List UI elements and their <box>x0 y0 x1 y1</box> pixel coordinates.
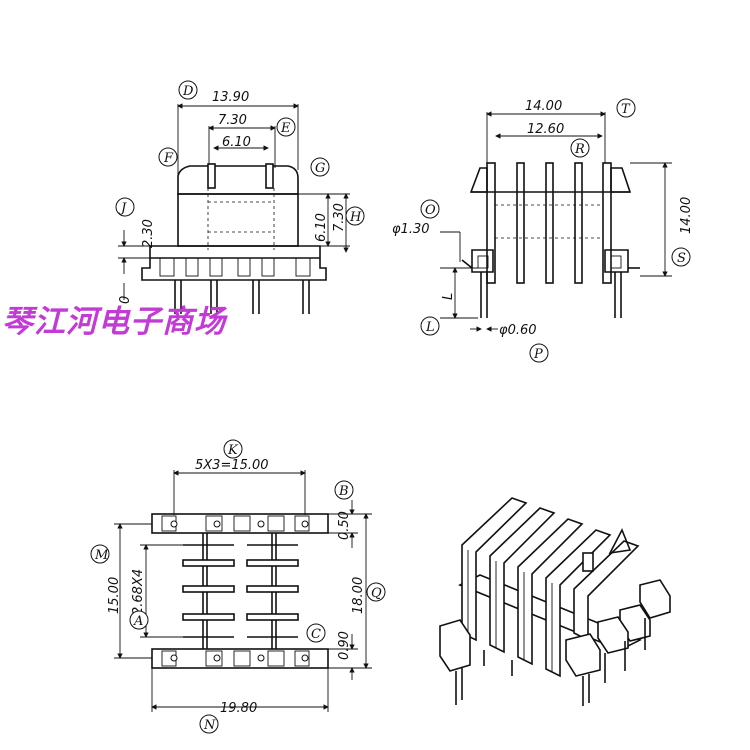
dim-pin-partial: 0 <box>118 296 133 304</box>
label-p: P <box>533 347 543 362</box>
label-b: B <box>338 484 349 499</box>
dim-18-00: 18.00 <box>351 577 366 614</box>
dim-12-60: 12.60 <box>527 122 564 137</box>
dim-14-00-top: 14.00 <box>525 99 562 114</box>
label-t: T <box>621 102 631 117</box>
dim-l: L <box>441 293 456 300</box>
dim-0-90: 0.90 <box>337 631 352 660</box>
dim-7-30: 7.30 <box>218 113 247 128</box>
label-e: E <box>280 121 291 136</box>
label-o: O <box>425 203 436 218</box>
bottom-view: 5X3=15.00 0.50 15.00 18.00 2.68X4 0.90 1… <box>90 439 386 734</box>
dim-pin-pitch: 5X3=15.00 <box>195 458 269 473</box>
dim-phi-0-60: φ0.60 <box>499 323 537 338</box>
side-view: 14.00 12.60 φ1.30 14.00 L φ0.60 T R O S … <box>392 98 694 363</box>
dim-2-30: 2.30 <box>141 219 156 248</box>
dim-0-50: 0.50 <box>337 511 352 540</box>
label-d: D <box>182 84 194 99</box>
dim-2-68x4: 2.68X4 <box>131 569 146 615</box>
label-k: K <box>227 443 239 458</box>
dim-6-10: 6.10 <box>222 135 251 150</box>
front-view: 13.90 7.30 6.10 2.30 6.10 7.30 0 D E F G… <box>115 80 365 314</box>
label-g: G <box>315 161 325 176</box>
label-j: J <box>118 201 127 216</box>
dim-13-90: 13.90 <box>212 90 249 105</box>
label-n: N <box>203 718 216 733</box>
label-r: R <box>574 142 585 157</box>
label-q: Q <box>371 586 382 601</box>
label-a: A <box>133 614 143 629</box>
watermark-text: 琴江河电子商场 <box>2 304 226 340</box>
dim-15-00: 15.00 <box>107 577 122 614</box>
label-l: L <box>425 320 435 335</box>
dim-6-10-right: 6.10 <box>314 213 329 242</box>
label-f: F <box>163 151 174 166</box>
label-m: M <box>94 548 109 563</box>
label-h: H <box>349 210 362 225</box>
isometric-view <box>439 497 671 706</box>
dim-14-00-right: 14.00 <box>679 197 694 234</box>
dim-19-80: 19.80 <box>220 701 257 716</box>
dim-phi-1-30: φ1.30 <box>392 222 430 237</box>
label-c: C <box>311 627 321 642</box>
label-s: S <box>677 251 686 266</box>
dim-7-30-right: 7.30 <box>332 203 347 232</box>
